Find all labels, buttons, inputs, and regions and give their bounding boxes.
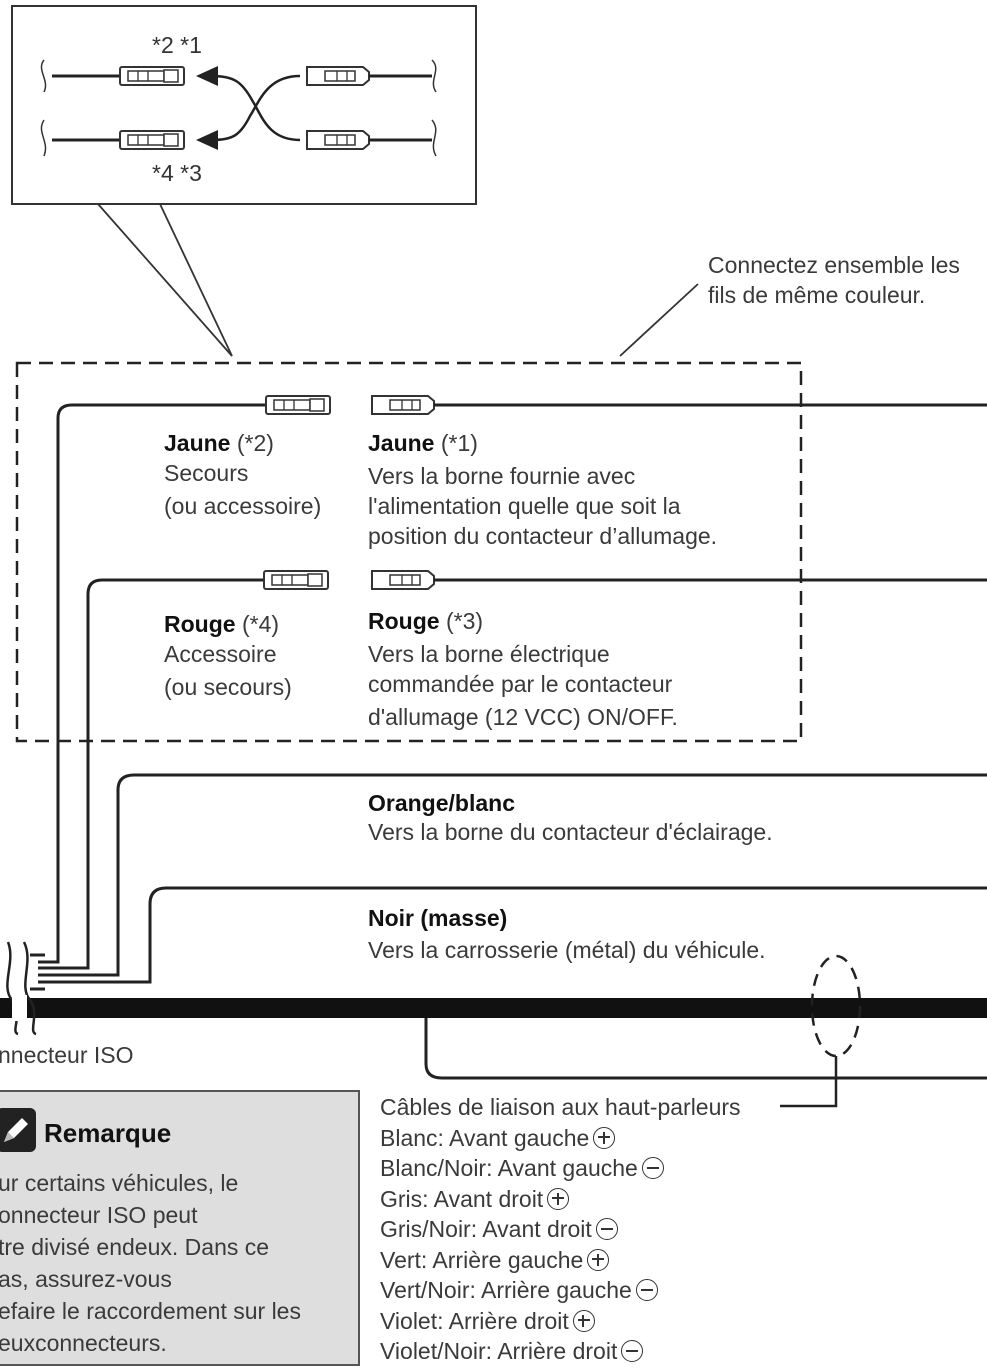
plus-icon [587,1248,610,1271]
note-line: as, assurez-vous [0,1266,172,1292]
note-title: Remarque [44,1118,172,1148]
inset-label-bottom: *4 *3 [152,160,202,186]
yellow-left-desc2: (ou accessoire) [164,493,322,519]
note-line: tre divisé endeux. Dans ce [0,1234,270,1260]
black-title: Noir (masse) [368,905,508,931]
speaker-item: Vert: Arrière gauche [380,1245,741,1276]
yellow-right-desc3: position du contacteur d’allumage. [368,523,718,549]
red-right-desc3: d'allumage (12 VCC) ON/OFF. [368,704,678,730]
speaker-item: Gris/Noir: Avant droit [380,1214,741,1245]
red-left-title: Rouge (*4) [164,611,280,637]
red-right-title: Rouge (*3) [368,608,484,634]
speaker-item: Violet: Arrière droit [380,1306,741,1337]
note-line: euxconnecteurs. [0,1330,167,1356]
speaker-cables-list: Câbles de liaison aux haut-parleurs Blan… [380,1092,741,1367]
black-desc: Vers la carrosserie (métal) du véhicule. [368,937,766,963]
yellow-right-desc2: l'alimentation quelle que soit la [368,493,681,519]
note-line: onnecteur ISO peut [0,1202,198,1228]
red-right-desc1: Vers la borne électrique [368,641,610,667]
note-line: efaire le raccordement sur les [0,1298,301,1324]
speaker-item: Blanc/Noir: Avant gauche [380,1153,741,1184]
speaker-cables-title: Câbles de liaison aux haut-parleurs [380,1094,741,1120]
yellow-right-desc1: Vers la borne fournie avec [368,463,636,489]
connect-note-line2: fils de même couleur. [708,282,926,308]
orange-desc: Vers la borne du contacteur d'éclairage. [368,819,773,845]
red-left-desc2: (ou secours) [164,674,292,700]
connect-note-line1: Connectez ensemble les [708,252,960,278]
speaker-item: Gris: Avant droit [380,1184,741,1215]
inset-label-top: *2 *1 [152,32,202,58]
plus-icon [593,1126,616,1149]
note-line: ur certains véhicules, le [0,1170,239,1196]
minus-icon [641,1157,664,1179]
note-box [0,1090,360,1366]
orange-title: Orange/blanc [368,790,515,816]
yellow-left-title: Jaune (*2) [164,430,274,456]
inset-detail [11,5,477,205]
yellow-right-title: Jaune (*1) [368,430,478,456]
pencil-icon [0,1108,36,1152]
speaker-item: Blanc: Avant gauche [380,1123,741,1154]
red-left-desc1: Accessoire [164,641,277,667]
plus-icon [547,1187,570,1210]
minus-icon [621,1340,644,1362]
speaker-item: Violet/Noir: Arrière droit [380,1336,741,1367]
red-right-desc2: commandée par le contacteur [368,671,673,697]
speaker-item: Vert/Noir: Arrière gauche [380,1275,741,1306]
minus-icon [635,1279,658,1301]
yellow-left-desc1: Secours [164,460,249,486]
iso-connector-label: nnecteur ISO [0,1042,134,1068]
minus-icon [595,1218,618,1240]
plus-icon [572,1309,595,1332]
note-body: ur certains véhicules, le onnecteur ISO … [0,1167,301,1359]
